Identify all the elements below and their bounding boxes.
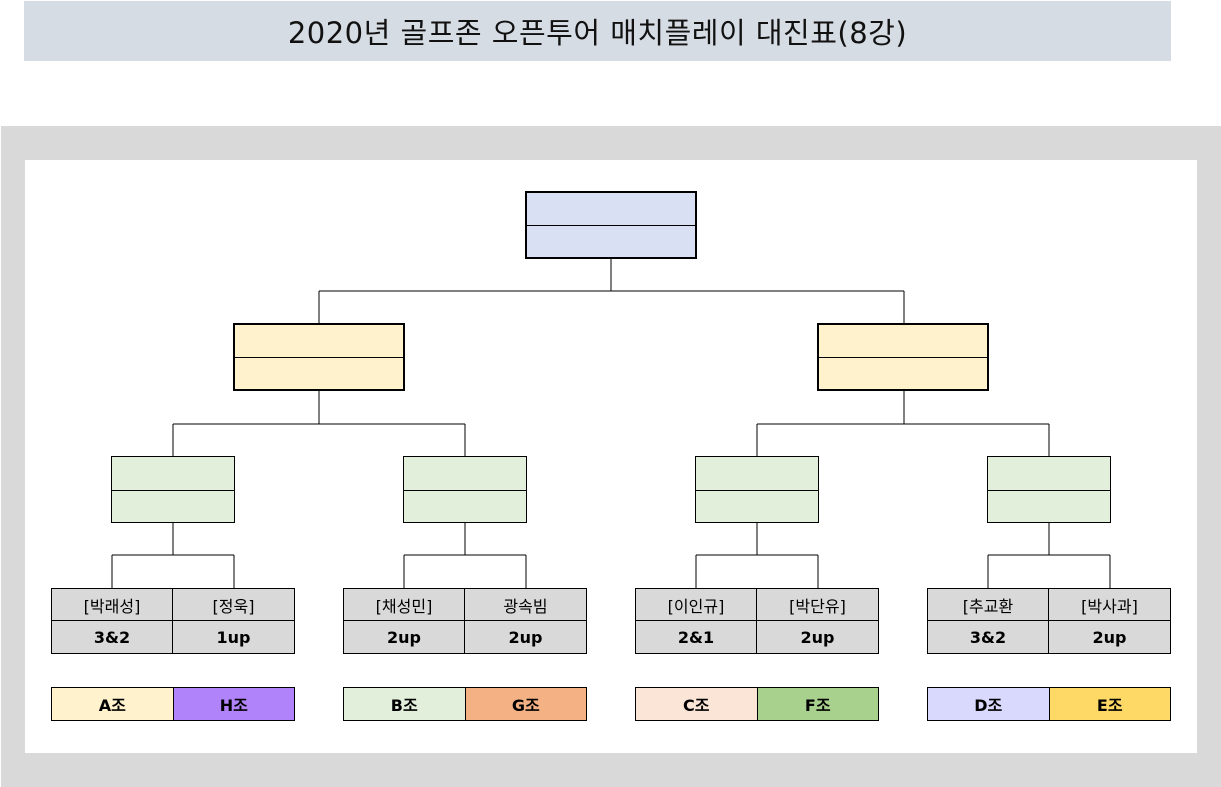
bracket-connectors (111, 259, 1111, 589)
semifinal-slot-top (819, 325, 987, 358)
player-name: [추교환 (928, 589, 1049, 621)
player-name: [박래성] (52, 589, 173, 621)
group-label: G조 (465, 688, 586, 720)
match-2: [채성민] 광속빔 2up 2up (343, 588, 587, 654)
group-label: C조 (636, 688, 758, 720)
group-label: B조 (344, 688, 466, 720)
match-score: 2&1 (636, 621, 757, 653)
bracket-frame: [박래성] [정욱] 3&2 1up [채성민] 광속빔 2up 2up [이인… (1, 126, 1221, 787)
match-score: 2up (344, 621, 465, 653)
quarter-slot-top (112, 457, 234, 491)
player-name: [이인규] (636, 589, 757, 621)
quarter-slot-bottom (696, 490, 818, 523)
quarter-slot-1 (111, 456, 235, 523)
match-score: 1up (216, 627, 251, 647)
match-score: 3&2 (52, 621, 173, 653)
quarter-slot-3 (695, 456, 819, 523)
group-pair-3: C조 F조 (635, 687, 879, 721)
quarter-slot-4 (987, 456, 1111, 523)
group-label: H조 (173, 688, 294, 720)
match-score: 2up (508, 627, 543, 647)
semifinal-slot-bottom (235, 357, 403, 389)
match-3: [이인규] [박단유] 2&1 2up (635, 588, 879, 654)
bracket-title: 2020년 골프존 오픈투어 매치플레이 대진표(8강) (24, 1, 1171, 61)
quarter-slot-bottom (112, 490, 234, 523)
group-label: A조 (52, 688, 174, 720)
player-name: [채성민] (344, 589, 465, 621)
quarter-slot-bottom (404, 490, 526, 523)
quarter-slot-2 (403, 456, 527, 523)
quarter-slot-bottom (988, 490, 1110, 523)
group-pair-1: A조 H조 (51, 687, 295, 721)
final-slot-top (527, 193, 695, 226)
group-pair-4: D조 E조 (927, 687, 1171, 721)
group-label: F조 (757, 688, 878, 720)
group-label: E조 (1049, 688, 1170, 720)
player-name: [박사과] (1049, 589, 1170, 621)
group-pair-2: B조 G조 (343, 687, 587, 721)
quarter-slot-top (696, 457, 818, 491)
match-4: [추교환 [박사과] 3&2 2up (927, 588, 1171, 654)
final-slot-bottom (527, 225, 695, 257)
final-slot (525, 191, 697, 259)
bracket-panel: [박래성] [정욱] 3&2 1up [채성민] 광속빔 2up 2up [이인… (25, 160, 1197, 753)
semifinal-slot-bottom (819, 357, 987, 389)
semifinal-slot-top (235, 325, 403, 358)
match-score: 2up (1092, 627, 1127, 647)
player-name: [정욱] (173, 589, 294, 621)
player-name: 광속빔 (465, 589, 586, 621)
semifinal-slot-left (233, 323, 405, 391)
match-1: [박래성] [정욱] 3&2 1up (51, 588, 295, 654)
quarter-slot-top (404, 457, 526, 491)
match-score: 2up (800, 627, 835, 647)
semifinal-slot-right (817, 323, 989, 391)
quarter-slot-top (988, 457, 1110, 491)
match-score: 3&2 (928, 621, 1049, 653)
group-label: D조 (928, 688, 1050, 720)
player-name: [박단유] (757, 589, 878, 621)
